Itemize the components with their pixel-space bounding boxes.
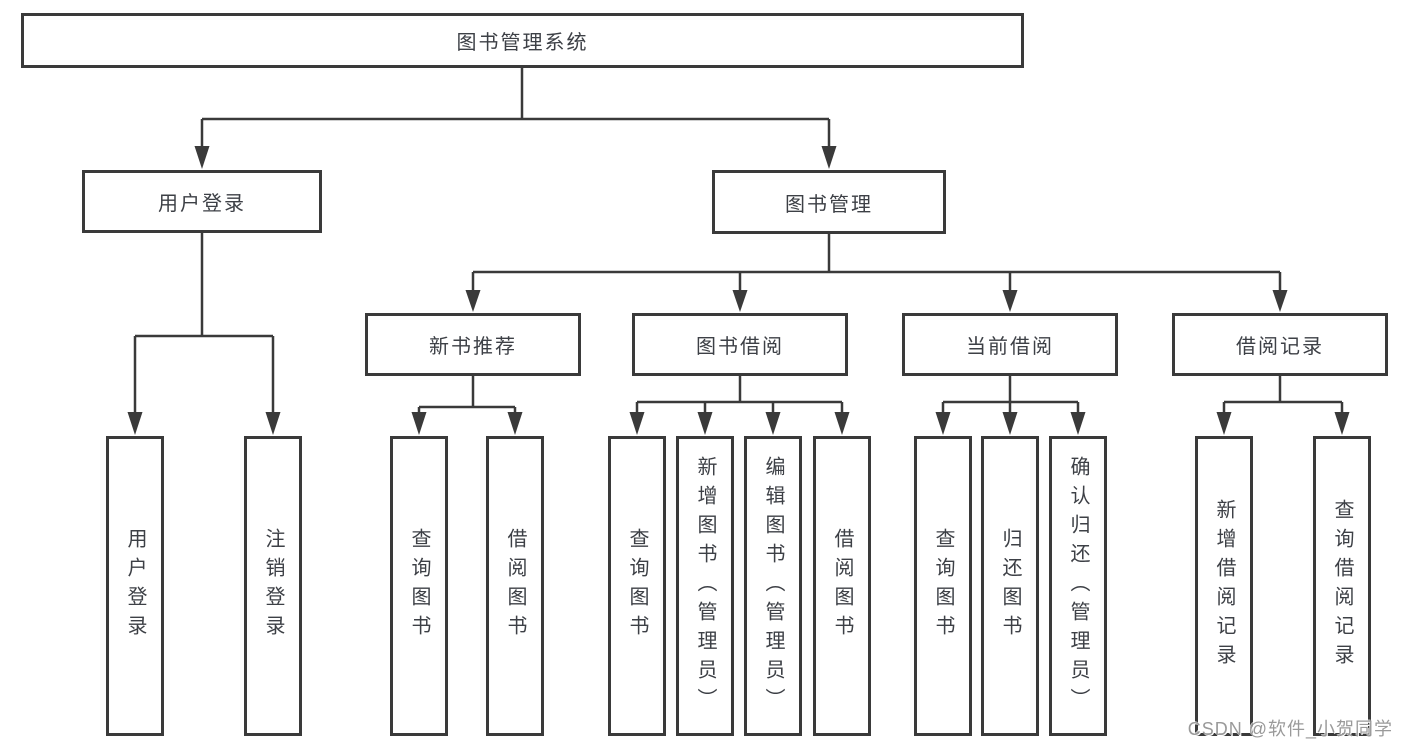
leaf-borrow-books: 借阅图书 bbox=[813, 436, 871, 736]
leaf-query-books-recommend: 查询图书 bbox=[390, 436, 448, 736]
node-label: 查询借阅记录 bbox=[1331, 499, 1353, 673]
arrowhead bbox=[1216, 412, 1232, 435]
connector-book-management-branch bbox=[471, 234, 1282, 294]
arrowhead bbox=[629, 412, 645, 435]
node-label: 注销登录 bbox=[262, 528, 284, 644]
leaf-logout: 注销登录 bbox=[244, 436, 302, 736]
connector-borrow-records-branch bbox=[1222, 376, 1344, 416]
node-label: 确认归还（管理员） bbox=[1067, 455, 1089, 717]
node-label: 用户登录 bbox=[158, 193, 246, 215]
arrowhead bbox=[834, 412, 850, 435]
node-label: 图书借阅 bbox=[696, 336, 784, 358]
node-label: 新增图书（管理员） bbox=[694, 455, 716, 717]
node-borrowing-records: 借阅记录 bbox=[1172, 313, 1388, 376]
arrowhead bbox=[1070, 412, 1086, 435]
arrowhead bbox=[1272, 290, 1288, 312]
connector-current-borrow-branch bbox=[941, 376, 1080, 416]
node-label: 查询图书 bbox=[626, 528, 648, 644]
arrowhead bbox=[1002, 412, 1018, 435]
arrowhead bbox=[765, 412, 781, 435]
node-label: 编辑图书（管理员） bbox=[762, 455, 784, 717]
node-label: 借阅记录 bbox=[1236, 336, 1324, 358]
leaf-query-borrow-record: 查询借阅记录 bbox=[1313, 436, 1371, 736]
node-label: 图书管理 bbox=[785, 193, 873, 216]
leaf-query-books-borrow: 查询图书 bbox=[608, 436, 666, 736]
arrowhead bbox=[1002, 290, 1018, 312]
leaf-borrow-books-recommend: 借阅图书 bbox=[486, 436, 544, 736]
connector-root-to-level2 bbox=[200, 68, 831, 150]
leaf-edit-book-admin: 编辑图书（管理员） bbox=[744, 436, 802, 736]
node-label: 借阅图书 bbox=[831, 528, 853, 644]
arrowhead bbox=[127, 412, 143, 435]
node-new-book-recommendation: 新书推荐 bbox=[365, 313, 581, 376]
node-label: 新书推荐 bbox=[429, 336, 517, 358]
leaf-query-books-current: 查询图书 bbox=[914, 436, 972, 736]
node-label: 查询图书 bbox=[408, 528, 430, 644]
node-user-login: 用户登录 bbox=[82, 170, 322, 233]
node-label: 借阅图书 bbox=[504, 528, 526, 644]
node-label: 归还图书 bbox=[999, 528, 1021, 644]
node-label: 用户登录 bbox=[124, 528, 146, 644]
arrowhead bbox=[697, 412, 713, 435]
leaf-confirm-return-admin: 确认归还（管理员） bbox=[1049, 436, 1107, 736]
node-label: 查询图书 bbox=[932, 528, 954, 644]
node-label: 新增借阅记录 bbox=[1213, 499, 1235, 673]
arrowhead bbox=[1334, 412, 1350, 435]
node-label: 当前借阅 bbox=[966, 336, 1054, 358]
arrowhead bbox=[732, 290, 748, 312]
arrowhead bbox=[821, 146, 837, 169]
connector-new-book-branch bbox=[417, 376, 517, 416]
node-book-borrowing: 图书借阅 bbox=[632, 313, 848, 376]
leaf-add-book-admin: 新增图书（管理员） bbox=[676, 436, 734, 736]
leaf-add-borrow-record: 新增借阅记录 bbox=[1195, 436, 1253, 736]
arrowhead bbox=[265, 412, 281, 435]
arrowhead bbox=[411, 412, 427, 435]
arrowhead bbox=[935, 412, 951, 435]
arrowhead bbox=[465, 290, 481, 312]
arrowhead bbox=[507, 412, 523, 435]
connector-book-borrow-branch bbox=[635, 376, 844, 416]
node-current-borrowing: 当前借阅 bbox=[902, 313, 1118, 376]
node-label: 图书管理系统 bbox=[456, 32, 589, 54]
arrowhead bbox=[194, 146, 210, 169]
leaf-user-login: 用户登录 bbox=[106, 436, 164, 736]
leaf-return-book: 归还图书 bbox=[981, 436, 1039, 736]
connector-user-login-branch bbox=[133, 233, 275, 416]
node-library-management-system: 图书管理系统 bbox=[21, 13, 1024, 68]
csdn-watermark: CSDN @软件_小贺同学 bbox=[1187, 719, 1393, 739]
node-book-management: 图书管理 bbox=[712, 170, 946, 234]
